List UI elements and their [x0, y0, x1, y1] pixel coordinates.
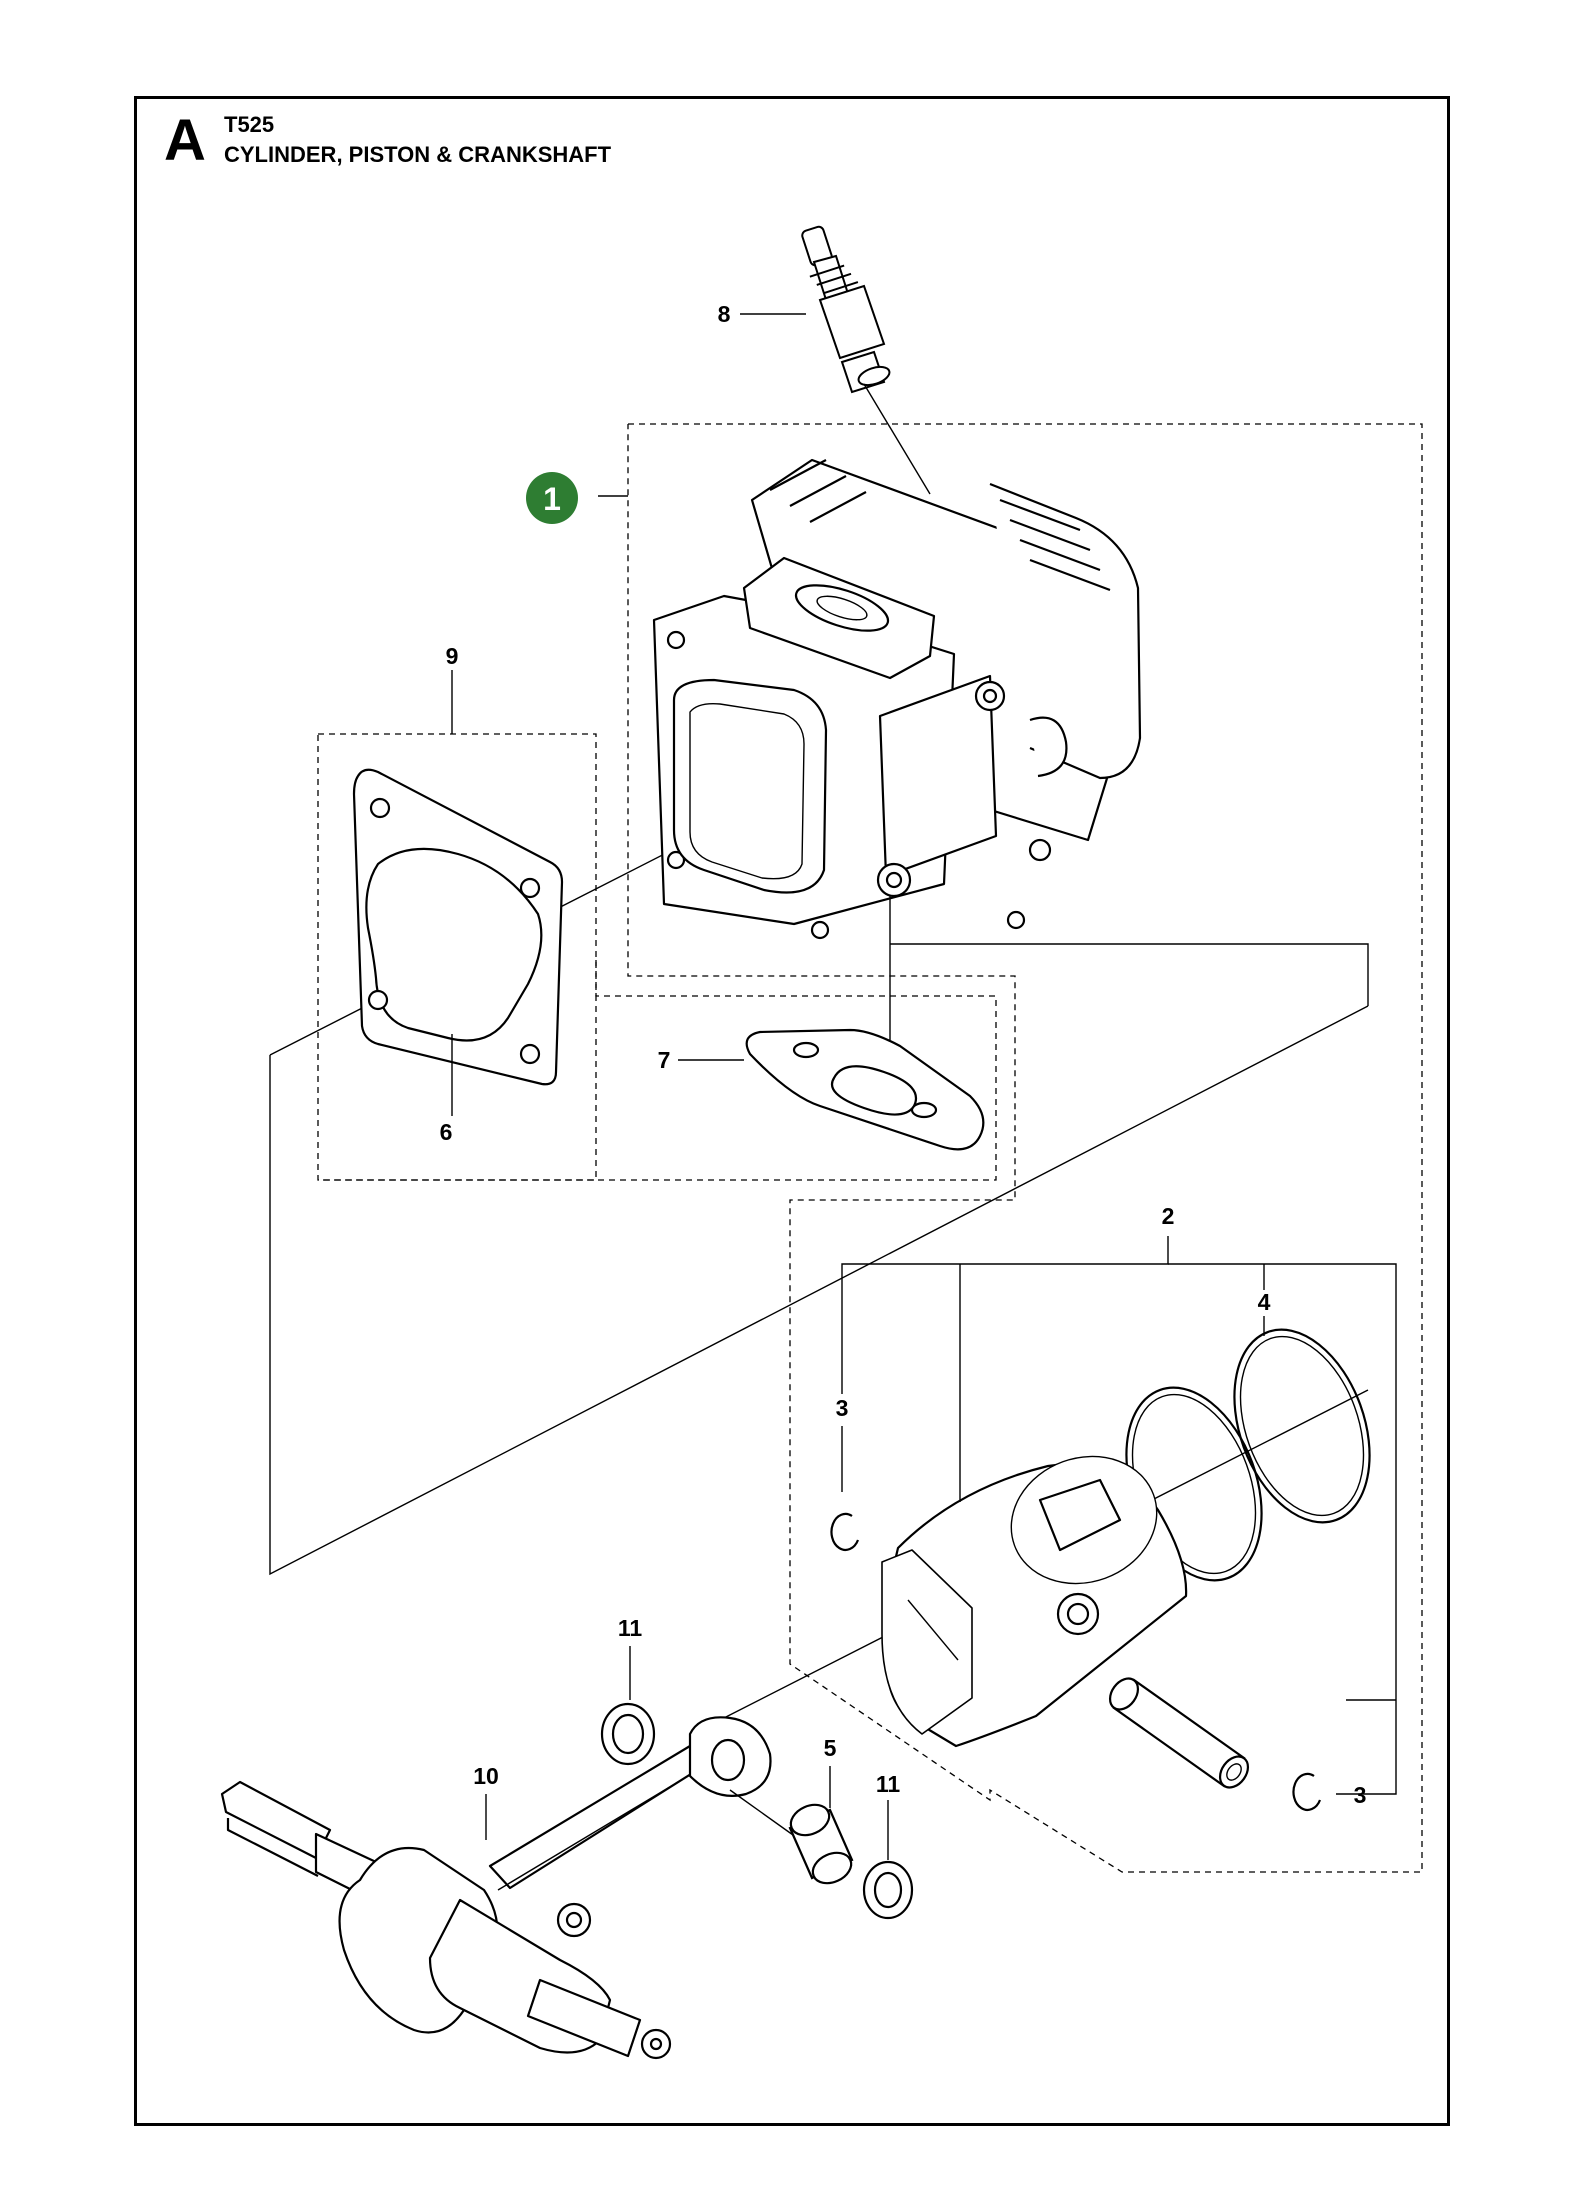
needle-bearing-icon[interactable] — [786, 1799, 856, 1889]
part-1-badge[interactable]: 1 — [526, 472, 578, 524]
cylinder-gasket-icon[interactable] — [352, 768, 564, 1086]
model-number: T525 — [224, 112, 275, 137]
callout-4[interactable]: 4 — [1258, 1289, 1271, 1315]
spark-plug-icon[interactable] — [801, 225, 931, 495]
callout-6[interactable]: 6 — [440, 1119, 453, 1145]
diagram-frame — [134, 96, 1450, 2126]
callout-labels: 8 9 6 7 2 4 3 3 11 10 5 11 — [440, 301, 1367, 1808]
callout-2[interactable]: 2 — [1162, 1203, 1175, 1229]
circlip-icon[interactable] — [830, 1512, 1322, 1812]
seal-axis-line — [729, 1789, 801, 1841]
callout-3-upper[interactable]: 3 — [836, 1395, 849, 1421]
callout-9[interactable]: 9 — [446, 643, 459, 669]
callout-11-upper[interactable]: 11 — [618, 1615, 643, 1641]
callout-10[interactable]: 10 — [473, 1763, 499, 1789]
diagram-title: CYLINDER, PISTON & CRANKSHAFT — [224, 142, 612, 167]
piston-pin-icon — [1108, 1677, 1250, 1789]
cylinder-icon[interactable] — [652, 458, 1142, 940]
callout-5[interactable]: 5 — [824, 1735, 837, 1761]
cylinder-kit-group-box — [627, 423, 1423, 1873]
crankshaft-icon[interactable] — [220, 1716, 772, 2060]
callout-7[interactable]: 7 — [658, 1047, 671, 1073]
piston-icon[interactable] — [881, 1436, 1188, 1748]
exhaust-gasket-icon[interactable] — [745, 1028, 985, 1151]
badge-circle — [526, 472, 578, 524]
gasket-kit-group-box — [317, 733, 997, 1181]
callout-3-lower[interactable]: 3 — [1354, 1782, 1367, 1808]
section-letter: A — [164, 108, 206, 173]
callout-leaders — [451, 313, 1397, 1860]
crank-seal-icon[interactable] — [600, 1702, 914, 1920]
callout-8[interactable]: 8 — [718, 301, 731, 327]
callout-11-lower[interactable]: 11 — [876, 1771, 901, 1797]
badge-label: 1 — [543, 481, 561, 517]
